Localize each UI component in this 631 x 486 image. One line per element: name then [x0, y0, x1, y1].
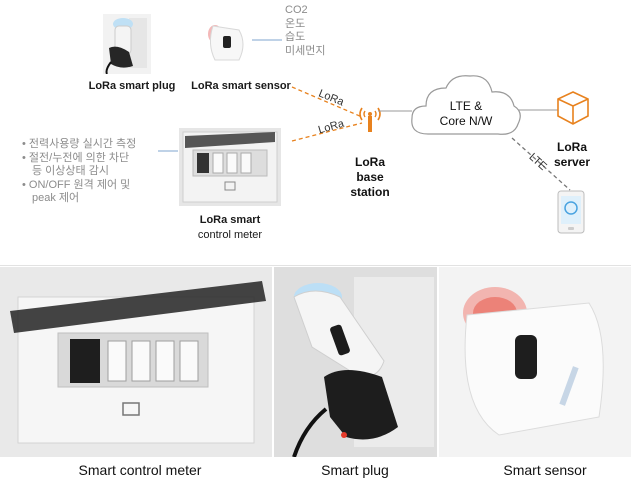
- cloud-label: LTE & Core N/W: [420, 99, 512, 129]
- caption-smart-sensor: Smart sensor: [503, 462, 587, 478]
- caption-smart-plug: Smart plug: [321, 462, 389, 478]
- control-meter-photo: [0, 267, 272, 457]
- base-station-label-line: station: [350, 185, 390, 199]
- meter-label-line: control meter: [197, 229, 263, 241]
- meter-feature: • ON/OFF 원격 제어 및: [22, 178, 131, 191]
- plug-thumbnail: [103, 14, 151, 74]
- antenna-icon: [359, 107, 381, 132]
- lora-links: [291, 86, 363, 142]
- sensor-thumbnail: [205, 20, 249, 68]
- sensor-metrics-connector: [252, 39, 282, 41]
- server-label-line: server: [553, 155, 591, 169]
- cloud-server-link: [518, 109, 560, 111]
- lora-link-sensor: [291, 86, 363, 118]
- lora-link-meter: [291, 122, 363, 142]
- sensor-metric: 미세먼지: [285, 44, 326, 57]
- meter-feature: 등 이상상태 감시: [32, 165, 109, 177]
- meter-features-list: • 전력사용량 실시간 측정 • 절전/누전에 의한 차단 등 이상상태 감시 …: [22, 138, 136, 206]
- plug-label: LoRa smart plug: [88, 80, 176, 92]
- meter-label-line: LoRa smart: [199, 214, 261, 226]
- sensor-metric: 습도: [285, 31, 306, 43]
- meter-feature: • 전력사용량 실시간 측정: [22, 138, 137, 150]
- meter-feature: • 절전/누전에 의한 차단: [22, 151, 130, 164]
- smartphone-icon: [557, 190, 585, 234]
- meter-label: LoRa smart control meter: [172, 213, 288, 243]
- sensor-metrics-list: CO2 온도 습도 미세먼지: [285, 4, 325, 58]
- sensor-metric: 온도: [285, 17, 306, 30]
- base-station-label-line: LoRa: [355, 155, 385, 169]
- meter-feature: peak 제어: [32, 192, 80, 204]
- smart-sensor-photo: [439, 267, 631, 457]
- meter-thumbnail: [179, 128, 281, 206]
- base-station-label: LoRa base station: [340, 155, 400, 200]
- server-label-line: LoRa: [557, 140, 587, 154]
- meter-features-connector: [158, 150, 178, 152]
- station-cloud-link: [378, 110, 412, 112]
- server-label: LoRa server: [540, 140, 604, 170]
- base-station-label-line: base: [356, 170, 384, 184]
- smart-plug-photo: [274, 267, 437, 457]
- cloud-label-line: LTE &: [449, 99, 483, 113]
- cloud-label-line: Core N/W: [439, 114, 493, 128]
- lte-link: [511, 137, 571, 191]
- server-cube-icon: [557, 91, 589, 125]
- section-divider: [0, 265, 631, 266]
- sensor-label: LoRa smart sensor: [191, 80, 291, 92]
- sensor-metric: CO2: [285, 4, 308, 16]
- caption-control-meter: Smart control meter: [78, 462, 202, 478]
- cloud-icon: [411, 75, 521, 135]
